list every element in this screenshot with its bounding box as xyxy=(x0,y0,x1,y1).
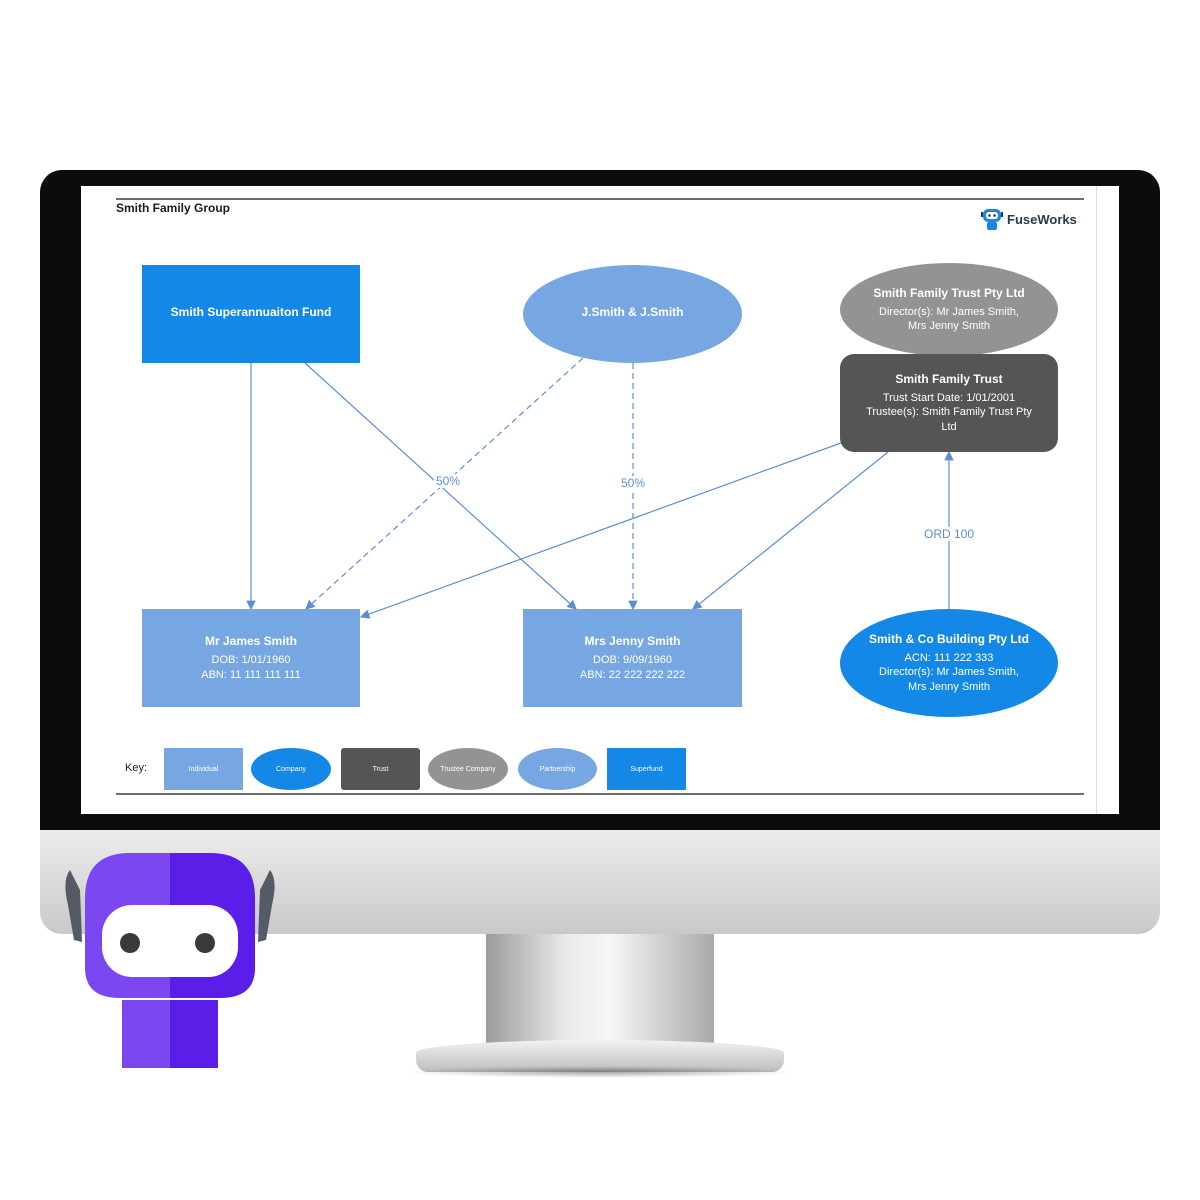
node-detail: Trust Start Date: 1/01/2001 xyxy=(882,391,1016,404)
key-label: Key: xyxy=(125,762,148,774)
monitor-shadow xyxy=(400,1066,800,1078)
node-detail: DOB: 9/09/1960 xyxy=(593,654,672,666)
node-title: Smith & Co Building Pty Ltd xyxy=(869,631,1029,646)
node-trustee-company: Smith Family Trust Pty Ltd Director(s): … xyxy=(840,263,1058,356)
key-superfund: Superfund xyxy=(607,748,686,790)
node-title: Mr James Smith xyxy=(204,634,298,648)
edge-label-partnership-share: 50% xyxy=(619,476,648,490)
node-detail: DOB: 1/01/1960 xyxy=(211,654,291,666)
page-title: Smith Family Group xyxy=(116,201,231,215)
key-partnership: Partnership xyxy=(518,748,597,790)
brand-name: FuseWorks xyxy=(1007,211,1077,227)
key-company: Company xyxy=(251,748,331,790)
node-individual-jenny: Mrs Jenny Smith DOB: 9/09/1960 ABN: 22 2… xyxy=(523,609,742,707)
node-detail: Director(s): Mr James Smith, xyxy=(879,305,1019,318)
key-trust: Trust xyxy=(341,748,420,790)
node-title: Mrs Jenny Smith xyxy=(584,634,681,648)
node-partnership: J.Smith & J.Smith xyxy=(523,265,742,363)
edge-partnership-james xyxy=(305,357,584,610)
key-individual: Individual xyxy=(164,748,243,790)
node-title: Smith Family Trust xyxy=(895,371,1003,386)
node-individual-james: Mr James Smith DOB: 1/01/1960 ABN: 11 11… xyxy=(142,609,360,707)
edge-trust-james xyxy=(359,442,842,619)
monitor-screen: Smith Family Group FuseWorks 50% 50% ORD… xyxy=(81,186,1119,814)
edge-label-shareholding: ORD 100 xyxy=(922,527,977,541)
brand: FuseWorks xyxy=(981,206,1077,232)
node-superfund: Smith Superannuaiton Fund xyxy=(142,265,360,363)
monitor-stand-neck xyxy=(486,934,714,1046)
node-company: Smith & Co Building Pty Ltd ACN: 111 222… xyxy=(840,609,1058,717)
header-rule xyxy=(116,198,1084,200)
edge-trust-jenny xyxy=(692,451,889,610)
footer-rule xyxy=(116,793,1084,795)
node-title: Smith Superannuaiton Fund xyxy=(170,304,332,319)
node-title: J.Smith & J.Smith xyxy=(581,304,684,319)
edge-label-superfund-share: 50% xyxy=(434,474,463,488)
node-trust: Smith Family Trust Trust Start Date: 1/0… xyxy=(840,354,1058,452)
key-trustee-company: Trustee Company xyxy=(428,748,508,790)
page-edge xyxy=(1096,186,1097,814)
node-detail: ACN: 111 222 333 xyxy=(904,651,994,664)
node-detail: ABN: 11 111 111 111 xyxy=(201,668,301,681)
node-title: Smith Family Trust Pty Ltd xyxy=(873,285,1025,300)
monitor-stand-base xyxy=(416,1040,784,1072)
robot-logo-icon xyxy=(981,209,1003,230)
node-detail: Director(s): Mr James Smith, xyxy=(879,666,1019,679)
robot-mascot-icon xyxy=(65,853,275,1068)
node-detail: ABN: 22 222 222 222 xyxy=(579,668,686,681)
node-detail: Mrs Jenny Smith xyxy=(908,680,990,693)
node-detail: Mrs Jenny Smith xyxy=(908,320,990,332)
node-detail: Ltd xyxy=(941,420,957,433)
node-detail: Trustee(s): Smith Family Trust Pty xyxy=(866,406,1032,419)
